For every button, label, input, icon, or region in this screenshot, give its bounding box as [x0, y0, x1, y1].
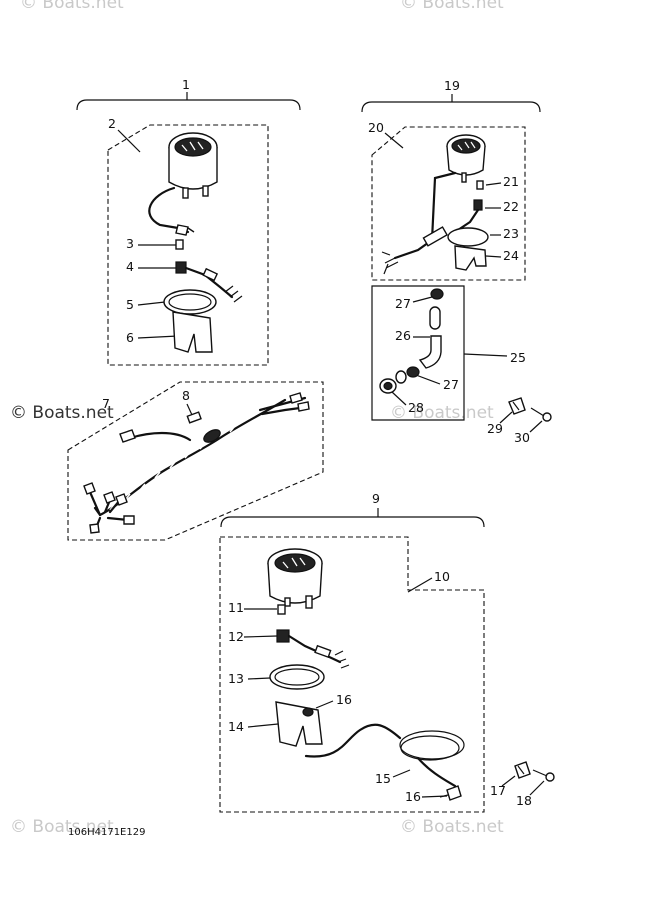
part-4-socket-harness: [175, 261, 243, 303]
callout-10: 10: [434, 569, 450, 584]
callout-29: 29: [487, 421, 503, 436]
group-19-bracket: [361, 94, 541, 113]
callout-12: 12: [228, 629, 244, 644]
callout-30: 30: [514, 430, 530, 445]
part-23-ring: [447, 227, 489, 247]
part-5-ring: [163, 289, 217, 315]
part-24-bracket: [454, 245, 487, 271]
part-26-elbow: [418, 335, 442, 369]
watermark-bottom-right: © Boats.net: [400, 817, 504, 837]
watermark-bottom-left: © Boats.net: [10, 817, 114, 837]
part-7-wire-harness: [83, 392, 310, 534]
gauge-20-connector: [422, 226, 448, 247]
part-12-socket-harness: [276, 629, 350, 669]
callout-1: 1: [182, 77, 190, 92]
group-9-bracket: [220, 508, 485, 528]
callout-17: 17: [490, 783, 506, 798]
watermark-mid-right: © Boats.net: [390, 403, 494, 423]
gauge-2-wire: [148, 186, 190, 234]
gauge-2: [168, 132, 218, 199]
callout-27a: 27: [395, 296, 411, 311]
group-10-boundary: [219, 536, 485, 813]
part-15-cable: [304, 723, 465, 788]
group-7-boundary: [67, 381, 324, 541]
watermark-top-right: © Boats.net: [400, 0, 504, 13]
part-27-fitting-top: [430, 288, 444, 300]
callout-9: 9: [372, 491, 380, 506]
watermark-top-left: © Boats.net: [20, 0, 124, 13]
callout-13: 13: [228, 671, 244, 686]
group-2-boundary: [107, 124, 269, 366]
part-21-bulb: [476, 180, 484, 190]
part-11-bulb: [277, 604, 286, 615]
part-27-fitting-bottom: [406, 366, 420, 378]
callout-7: 7: [102, 396, 110, 411]
gauge-2-connector: [175, 224, 195, 236]
part-6-bracket: [172, 311, 213, 353]
callout-4: 4: [126, 259, 134, 274]
callout-21: 21: [503, 174, 519, 189]
callout-22: 22: [503, 199, 519, 214]
group-20-boundary: [371, 126, 526, 281]
callout-25: 25: [510, 350, 526, 365]
callout-16a: 16: [336, 692, 352, 707]
group-1-bracket: [76, 92, 301, 111]
gauge-20-wire: [393, 171, 457, 260]
part-29-clip: [508, 397, 526, 415]
part-27-nut: [395, 370, 407, 384]
callout-5: 5: [126, 297, 134, 312]
group-25-boundary: [371, 285, 465, 421]
diagram-code: 106H4171E129: [68, 827, 145, 838]
part-8-fuse: [186, 411, 202, 424]
part-22-socket: [473, 199, 483, 211]
callout-20: 20: [368, 120, 384, 135]
callout-28: 28: [408, 400, 424, 415]
callout-3: 3: [126, 236, 134, 251]
callout-2: 2: [108, 116, 116, 131]
part-30-screw: [530, 407, 552, 422]
part-28-nut: [379, 378, 397, 394]
callout-23: 23: [503, 226, 519, 241]
callout-6: 6: [126, 330, 134, 345]
part-18-screw: [532, 769, 555, 782]
part-17-clip: [514, 761, 531, 779]
callout-14: 14: [228, 719, 244, 734]
callout-11: 11: [228, 600, 244, 615]
watermark-mid-left: © Boats.net: [10, 403, 114, 423]
gauge-20: [446, 134, 486, 183]
callout-8: 8: [182, 388, 190, 403]
part-16-screw-top: [302, 707, 314, 717]
part-3-bulb: [175, 239, 184, 250]
callout-26: 26: [395, 328, 411, 343]
callout-27b: 27: [443, 377, 459, 392]
part-26-hose: [429, 306, 441, 330]
gauge-20-wire-ends: [381, 251, 399, 275]
callout-24: 24: [503, 248, 519, 263]
callout-15: 15: [375, 771, 391, 786]
callout-19: 19: [444, 78, 460, 93]
callout-18: 18: [516, 793, 532, 808]
callout-16b: 16: [405, 789, 421, 804]
gauge-10: [267, 548, 323, 609]
part-16-screw-bottom: [439, 785, 462, 801]
part-13-ring: [269, 664, 325, 690]
part-14-bracket: [275, 701, 323, 747]
